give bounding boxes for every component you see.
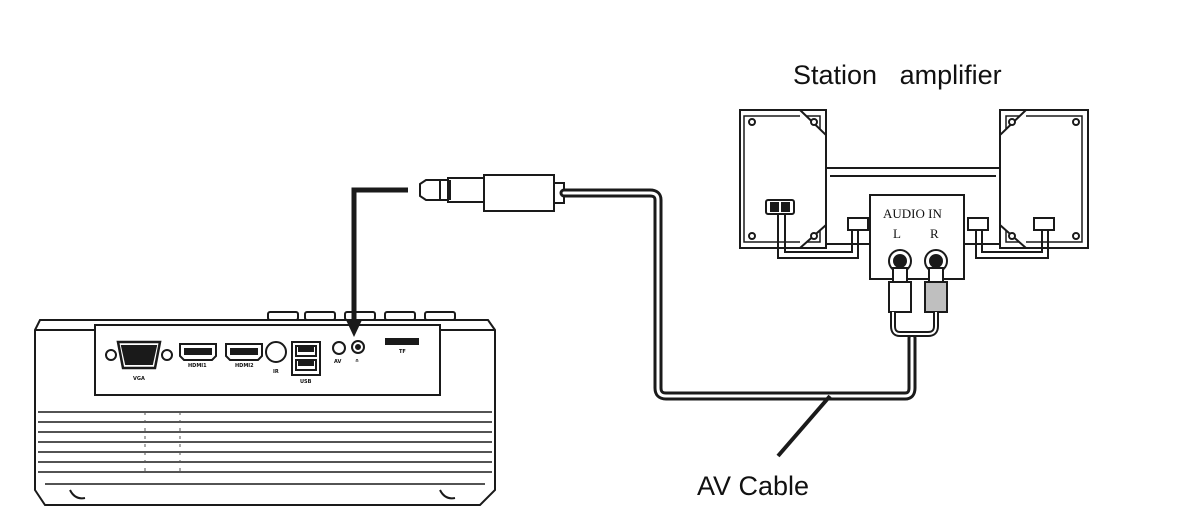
usb-label: USB bbox=[300, 379, 312, 385]
usb-ports bbox=[291, 341, 321, 376]
arrow-head-icon bbox=[346, 320, 362, 337]
left-channel-label: L bbox=[893, 226, 901, 241]
right-channel-label: R bbox=[930, 226, 939, 241]
av-port bbox=[332, 341, 346, 355]
cable-label-leader bbox=[776, 394, 832, 458]
headphone-label: ∩ bbox=[355, 358, 359, 364]
tf-slot bbox=[385, 338, 419, 345]
rca-plug-icon bbox=[888, 267, 948, 337]
av-cable bbox=[559, 188, 917, 401]
av-label: AV bbox=[334, 359, 342, 365]
hdmi2-port bbox=[225, 343, 263, 361]
headphone-port bbox=[351, 340, 365, 354]
projector bbox=[34, 311, 496, 506]
tf-label: TF bbox=[399, 349, 406, 355]
vga-port bbox=[105, 340, 173, 370]
audio-in-label: AUDIO IN bbox=[883, 206, 942, 221]
vga-label: VGA bbox=[133, 376, 145, 382]
plug-cable bbox=[351, 187, 408, 323]
av-cable-label: AV Cable bbox=[697, 471, 809, 501]
ir-label: IR bbox=[273, 369, 279, 375]
speaker-wires bbox=[777, 214, 1049, 259]
ir-sensor bbox=[265, 341, 287, 363]
amplifier-title: Station amplifier bbox=[793, 60, 1002, 90]
speaker-connectors bbox=[765, 199, 1055, 231]
amplifier bbox=[739, 109, 1089, 280]
hdmi2-label: HDMI2 bbox=[235, 363, 254, 369]
3.5mm-jack-plug-icon bbox=[419, 174, 565, 212]
hdmi1-port bbox=[179, 343, 217, 361]
hdmi1-label: HDMI1 bbox=[188, 363, 207, 369]
